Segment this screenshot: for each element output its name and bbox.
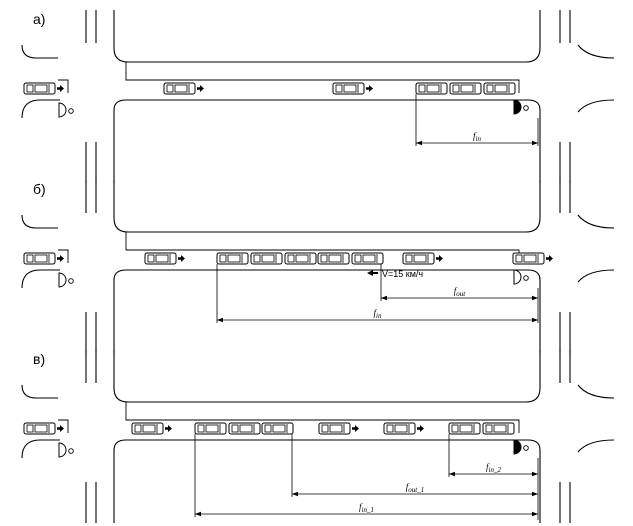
car-icon [317,252,350,265]
car-icon [448,422,481,435]
arrow-right-icon [436,255,443,262]
road-edge [113,180,541,233]
dimension-line: fin [415,94,538,146]
road-edge [21,214,58,229]
arrow-right-icon [178,255,185,262]
car-icon [383,422,424,435]
arrow-right-icon [366,85,373,92]
lane-divider [58,249,69,263]
speed-indicator: V=15 км/ч [367,269,423,279]
car-icon [23,422,64,435]
arrow-right-icon [57,255,64,262]
lane-divider [58,419,69,433]
arrow-right-icon [57,425,64,432]
road-edge [113,99,541,183]
road-edge [113,439,541,523]
car-icon [194,422,227,435]
dimension-label: fout [454,286,467,298]
traffic-signal-icon [58,272,74,288]
road-edge [113,10,541,63]
lane-divider [58,79,69,93]
arrow-right-icon [57,85,64,92]
panel-2: б) V=15 км/ч fout fin [21,180,615,353]
car-icon [131,422,172,435]
car-icon [351,252,384,265]
car-icon [228,422,261,435]
lane-divider [125,62,520,93]
car-icon [23,252,64,265]
car-icon [449,82,482,95]
traffic-signal-icon [513,439,529,455]
road-edge [21,99,60,119]
dimension-line: fin [216,264,538,323]
traffic-signal-icon [513,99,529,115]
panel-3: в) fin_2 fout_1 fin_1 [21,350,615,523]
dimension-line: fin_1 [194,434,538,517]
lane-divider [125,402,520,433]
car-icon [512,252,553,265]
car-icon [284,252,317,265]
road-edge [577,384,615,399]
car-icon [483,82,516,95]
arrow-left-icon [367,270,378,276]
car-icon [163,82,204,95]
panel-label: в) [33,351,45,367]
car-icon [216,252,249,265]
arrow-right-icon [165,425,172,432]
dimension-label: fin_2 [486,462,501,474]
traffic-signal-icon [58,102,74,118]
dimension-label: fout_1 [406,482,424,494]
road-edge [577,269,615,283]
car-icon [415,82,448,95]
arrow-right-icon [546,255,553,262]
arrow-right-icon [197,85,204,92]
car-icon [402,252,443,265]
dimension-line: fout_1 [291,434,538,497]
road-edge [577,439,615,453]
car-icon [250,252,283,265]
road-edge [113,350,541,403]
road-edge [21,44,58,59]
arrow-right-icon [417,425,424,432]
car-icon [144,252,185,265]
road-edge [577,44,615,59]
panel-label: а) [33,11,45,27]
panel-label: б) [33,181,46,197]
arrow-right-icon [352,425,359,432]
panel-1: а) fin [21,10,615,183]
road-edge [577,214,615,229]
dimension-label: fin_1 [359,502,374,514]
car-icon [332,82,373,95]
road-edge [21,439,60,459]
car-icon [482,422,515,435]
road-edge [577,99,615,113]
car-icon [23,82,64,95]
traffic-signal-icon [58,442,74,458]
traffic-signal-icon [513,269,529,285]
dimension-label: fin [374,308,382,320]
road-edge [113,269,541,353]
speed-label: V=15 км/ч [382,269,423,279]
car-icon [318,422,359,435]
road-edge [21,384,58,399]
car-icon [261,422,294,435]
dimension-label: fin [473,131,481,143]
road-edge [21,269,60,289]
